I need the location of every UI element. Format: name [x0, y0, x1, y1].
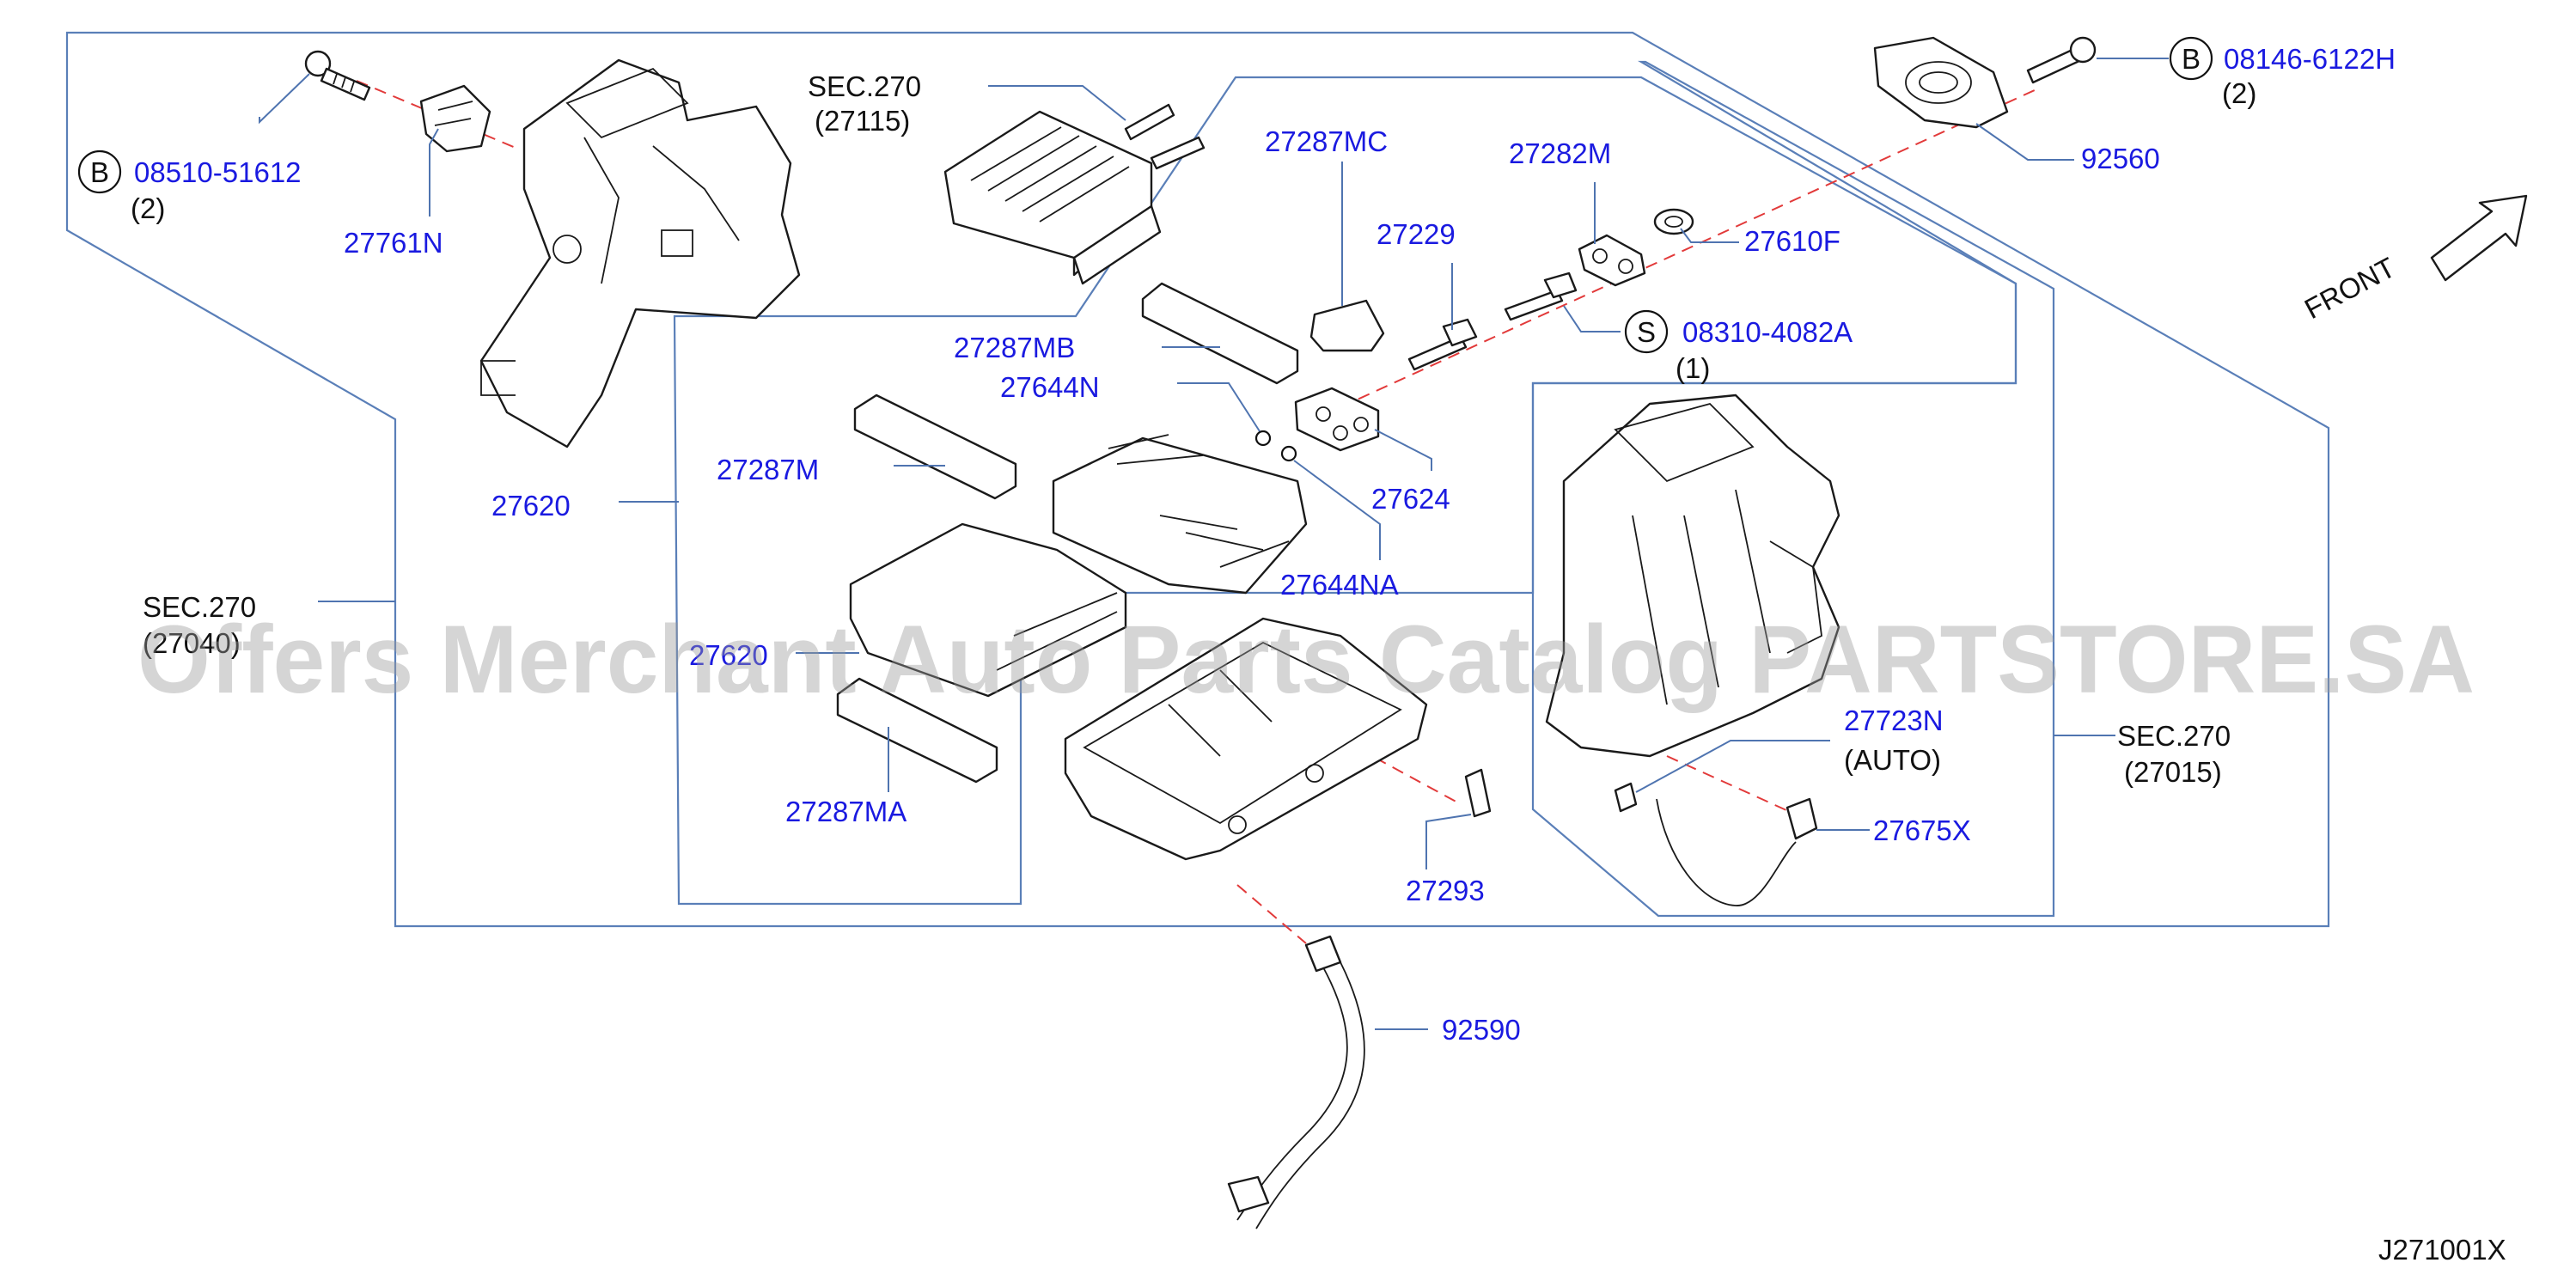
evaporator-core: [1052, 434, 1308, 595]
grommet-27282M: [1578, 234, 1646, 287]
label-08310-qty: (1): [1676, 352, 1710, 384]
expansion-valve: [1294, 387, 1380, 452]
seal-27287MA: [836, 677, 998, 784]
label-27287M: 27287M: [717, 454, 819, 485]
duct-clip-27761N: [419, 84, 491, 153]
screw-08310: [1504, 271, 1578, 321]
label-27723N: 27723N: [1844, 705, 1944, 736]
label-92590: 92590: [1442, 1014, 1521, 1046]
leader-92560: [1975, 123, 2074, 161]
label-27610F: 27610F: [1744, 225, 1840, 257]
label-27287MB: 27287MB: [954, 332, 1075, 363]
screw-27229: [1407, 318, 1478, 371]
front-direction-arrow-icon: [2430, 194, 2528, 282]
o-ring-27644NA: [1280, 445, 1297, 462]
label-sec270-left-sub: (27040): [143, 627, 241, 659]
bolt-left: [304, 50, 371, 101]
watermark: Offers Merchant Auto Parts Catalog PARTS…: [137, 606, 2475, 713]
ring-27610F: [1653, 208, 1694, 235]
label-27287MC: 27287MC: [1265, 125, 1388, 157]
seal-27287MB: [1141, 282, 1299, 385]
seal-plate-92560: [1873, 36, 2009, 129]
label-27620: 27620: [491, 490, 571, 522]
o-ring-27644N: [1254, 430, 1272, 447]
leader-27644N: [1177, 382, 1261, 432]
evaporator-case: [849, 522, 1127, 698]
label-27620-inner: 27620: [689, 639, 768, 671]
seal-27287MC: [1309, 299, 1385, 352]
dash-sensor: [1666, 755, 1797, 815]
clip-27293: [1464, 768, 1492, 818]
leader-b08510: [259, 73, 310, 125]
harness-27675X: [1656, 797, 1818, 906]
drain-hose-92590: [1227, 935, 1365, 1229]
tag-b-left: B: [77, 149, 122, 194]
leader-27644NA: [1293, 460, 1381, 560]
tag-s-screw: S: [1624, 309, 1669, 354]
dash-screw-axis: [1340, 88, 2037, 408]
diagram-code: J271001X: [2378, 1234, 2506, 1266]
dash-drain-hose: [1236, 884, 1307, 944]
label-08510-qty: (2): [131, 192, 165, 224]
label-27761N: 27761N: [344, 227, 443, 259]
label-sec270-27115: SEC.270: [808, 70, 921, 102]
svg-text:S: S: [1637, 316, 1656, 348]
label-27229: 27229: [1377, 218, 1456, 250]
label-sec270-27115-sub: (27115): [815, 105, 910, 137]
outer-assembly-frame: [65, 31, 2330, 928]
label-27287MA: 27287MA: [785, 796, 906, 827]
seal-27287M: [853, 393, 1017, 500]
leader-27624: [1374, 429, 1432, 471]
tag-b-right: B: [2169, 36, 2213, 81]
front-label: FRONT: [2299, 251, 2401, 325]
sensor-27723N: [1614, 782, 1638, 813]
label-08146-qty: (2): [2222, 77, 2256, 109]
label-27675X: 27675X: [1873, 814, 1971, 846]
leader-27610F: [1680, 228, 1739, 243]
label-sec270-left: SEC.270: [143, 591, 256, 623]
label-27644NA: 27644NA: [1280, 569, 1399, 601]
label-08310-4082A: 08310-4082A: [1682, 316, 1853, 348]
heater-core: [943, 103, 1206, 285]
leader-27293: [1425, 814, 1472, 869]
label-27644N: 27644N: [1000, 371, 1100, 403]
svg-text:B: B: [2182, 43, 2201, 75]
label-27723N-auto: (AUTO): [1844, 744, 1941, 776]
leader-sec27115: [988, 85, 1126, 121]
label-08510-51612: 08510-51612: [134, 156, 302, 188]
leader-27723N: [1635, 740, 1830, 793]
label-08146-6122H: 08146-6122H: [2224, 43, 2396, 75]
heater-unit: [1545, 393, 1840, 758]
leader-s08310: [1563, 305, 1621, 332]
leader-27761N: [429, 128, 439, 217]
label-sec270-right: SEC.270: [2117, 720, 2231, 752]
duct-case-left: [479, 58, 801, 448]
label-sec270-right-sub: (27015): [2124, 756, 2222, 788]
svg-text:B: B: [90, 156, 109, 188]
bolt-right: [2026, 36, 2097, 84]
label-27282M: 27282M: [1509, 137, 1611, 169]
lower-case-tray: [1064, 617, 1428, 861]
label-27624: 27624: [1371, 483, 1450, 515]
label-27293: 27293: [1406, 875, 1485, 906]
label-92560: 92560: [2081, 143, 2160, 174]
